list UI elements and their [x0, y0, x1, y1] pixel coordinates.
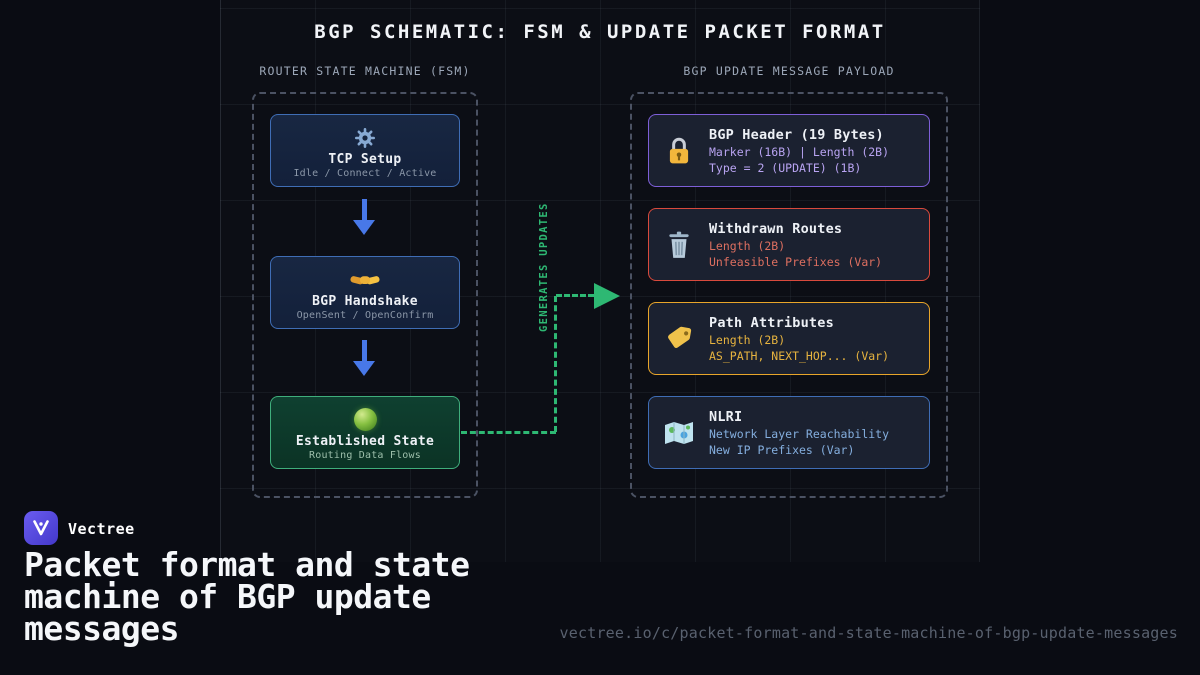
payload-field-withdrawn-routes: Withdrawn Routes Length (2B) Unfeasible … [648, 208, 930, 281]
page-title: BGP SCHEMATIC: FSM & UPDATE PACKET FORMA… [314, 21, 886, 43]
field-line: AS_PATH, NEXT_HOP... (Var) [709, 348, 890, 363]
field-line: Length (2B) [709, 332, 786, 347]
trash-icon [662, 230, 696, 260]
payload-field-path-attributes: Path Attributes Length (2B) AS_PATH, NEX… [648, 302, 930, 375]
payload-field-nlri: NLRI Network Layer Reachability New IP P… [648, 396, 930, 469]
fsm-state-bgp-handshake: BGP Handshake OpenSent / OpenConfirm [270, 256, 460, 329]
field-line: Network Layer Reachability [709, 426, 890, 441]
vectree-logo-icon [24, 511, 58, 545]
page-url: vectree.io/c/packet-format-and-state-mac… [559, 624, 1178, 642]
handshake-icon [350, 267, 380, 293]
connector-segment-horizontal-upper [556, 294, 594, 297]
fsm-state-tcp-setup: TCP Setup Idle / Connect / Active [270, 114, 460, 187]
heading-line: messages [24, 609, 179, 648]
state-title: Established State [295, 433, 435, 449]
connector-arrowhead-icon [594, 283, 620, 309]
arrow-head [353, 220, 375, 235]
page-heading: Packet format and state machine of BGP u… [24, 545, 584, 648]
field-title: NLRI [709, 408, 743, 425]
state-subtitle: Routing Data Flows [309, 449, 421, 461]
field-title: Withdrawn Routes [709, 220, 843, 237]
arrow-down-icon [353, 340, 375, 378]
fsm-section-label: ROUTER STATE MACHINE (FSM) [259, 64, 471, 78]
field-line: Marker (16B) | Length (2B) [709, 144, 890, 159]
state-title: TCP Setup [328, 151, 402, 167]
green-orb-icon [353, 407, 377, 433]
connector-segment-vertical [554, 296, 557, 432]
state-subtitle: Idle / Connect / Active [293, 167, 437, 179]
connector-segment-horizontal-lower [461, 431, 556, 434]
brand-name: Vectree [68, 520, 135, 538]
field-line: Length (2B) [709, 238, 786, 253]
fsm-container [252, 92, 478, 498]
field-title: Path Attributes [709, 314, 834, 331]
arrow-stem [361, 340, 367, 362]
map-icon [662, 421, 696, 445]
heading-line: Packet format and state [24, 545, 470, 584]
field-line: New IP Prefixes (Var) [709, 442, 855, 457]
field-line: Type = 2 (UPDATE) (1B) [709, 160, 862, 175]
payload-field-bgp-header: BGP Header (19 Bytes) Marker (16B) | Len… [648, 114, 930, 187]
heading-line: machine of BGP update [24, 577, 431, 616]
payload-section-label: BGP UPDATE MESSAGE PAYLOAD [683, 64, 895, 78]
state-title: BGP Handshake [312, 293, 418, 309]
field-line: Unfeasible Prefixes (Var) [709, 254, 883, 269]
arrow-down-icon [353, 199, 375, 237]
connector-label: GENERATES UPDATES [538, 202, 550, 332]
arrow-stem [361, 199, 367, 221]
state-subtitle: OpenSent / OpenConfirm [296, 309, 434, 321]
arrow-head [353, 361, 375, 376]
payload-container [630, 92, 948, 498]
field-title: BGP Header (19 Bytes) [709, 126, 884, 143]
lock-icon [662, 136, 696, 166]
tag-icon [662, 325, 696, 353]
gear-icon [353, 125, 377, 151]
fsm-state-established: Established State Routing Data Flows [270, 396, 460, 469]
